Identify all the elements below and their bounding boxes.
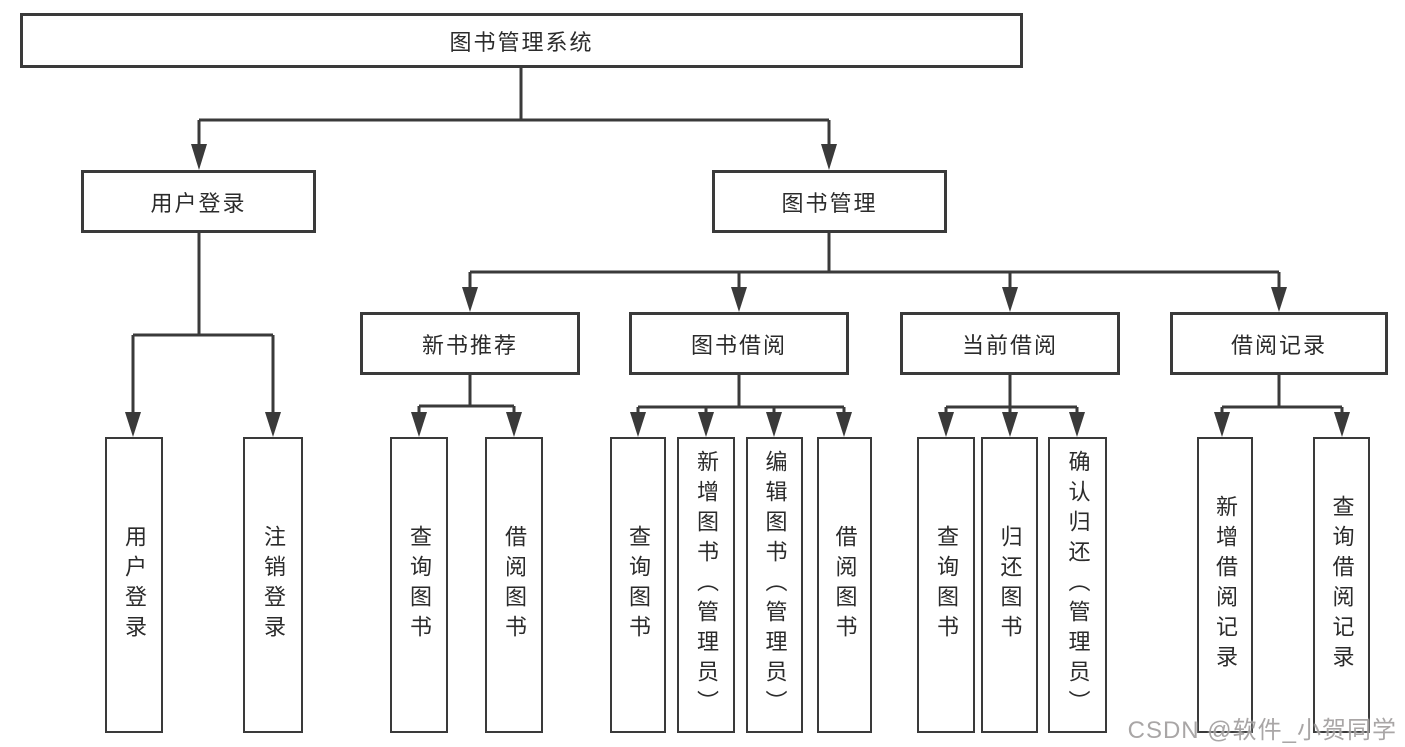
csdn-watermark: CSDN @软件_小贺同学 <box>1127 717 1397 744</box>
node-label-leaf-borrow-book-2: 借阅图书 <box>832 525 858 645</box>
node-box-leaf-confirm-return: 确认归还（管理员） <box>1048 437 1107 733</box>
node-label-leaf-return-book: 归还图书 <box>997 525 1023 645</box>
node-label-root: 图书管理系统 <box>449 29 594 55</box>
node-box-new-book-recommend: 新书推荐 <box>360 312 580 375</box>
node-label-book-management: 图书管理 <box>781 190 878 216</box>
node-box-leaf-borrow-book-1: 借阅图书 <box>485 437 543 733</box>
node-box-leaf-query-book-1: 查询图书 <box>390 437 448 733</box>
node-label-borrowing-records: 借阅记录 <box>1230 332 1327 358</box>
node-box-leaf-return-book: 归还图书 <box>981 437 1038 733</box>
node-label-user-login: 用户登录 <box>150 190 247 216</box>
node-label-leaf-borrow-book-1: 借阅图书 <box>502 525 527 645</box>
node-box-leaf-query-book-2: 查询图书 <box>610 437 666 733</box>
node-label-leaf-add-book: 新增图书（管理员） <box>694 450 719 720</box>
node-label-leaf-user-login: 用户登录 <box>122 525 147 645</box>
node-label-leaf-edit-book: 编辑图书（管理员） <box>762 450 788 720</box>
node-box-leaf-query-record: 查询借阅记录 <box>1313 437 1370 733</box>
node-label-new-book-recommend: 新书推荐 <box>421 332 518 358</box>
node-box-leaf-edit-book: 编辑图书（管理员） <box>746 437 803 733</box>
node-box-book-borrowing: 图书借阅 <box>629 312 849 375</box>
node-box-leaf-borrow-book-2: 借阅图书 <box>817 437 872 733</box>
node-box-leaf-add-book: 新增图书（管理员） <box>677 437 735 733</box>
node-label-leaf-add-record: 新增借阅记录 <box>1213 495 1238 675</box>
node-box-borrowing-records: 借阅记录 <box>1170 312 1388 375</box>
node-box-book-management: 图书管理 <box>712 170 947 233</box>
node-box-leaf-add-record: 新增借阅记录 <box>1197 437 1253 733</box>
node-label-leaf-logout: 注销登录 <box>261 525 286 645</box>
node-box-root: 图书管理系统 <box>20 13 1023 68</box>
node-label-leaf-query-book-2: 查询图书 <box>626 525 651 645</box>
node-box-user-login: 用户登录 <box>81 170 316 233</box>
node-label-leaf-query-book-1: 查询图书 <box>407 525 432 645</box>
node-box-leaf-user-login: 用户登录 <box>105 437 163 733</box>
node-box-current-borrowing: 当前借阅 <box>900 312 1120 375</box>
node-label-leaf-query-book-3: 查询图书 <box>934 525 959 645</box>
node-label-leaf-confirm-return: 确认归还（管理员） <box>1065 450 1091 720</box>
node-label-leaf-query-record: 查询借阅记录 <box>1329 495 1355 675</box>
node-box-leaf-logout: 注销登录 <box>243 437 303 733</box>
node-label-book-borrowing: 图书借阅 <box>690 332 787 358</box>
node-label-current-borrowing: 当前借阅 <box>961 332 1058 358</box>
node-box-leaf-query-book-3: 查询图书 <box>917 437 975 733</box>
